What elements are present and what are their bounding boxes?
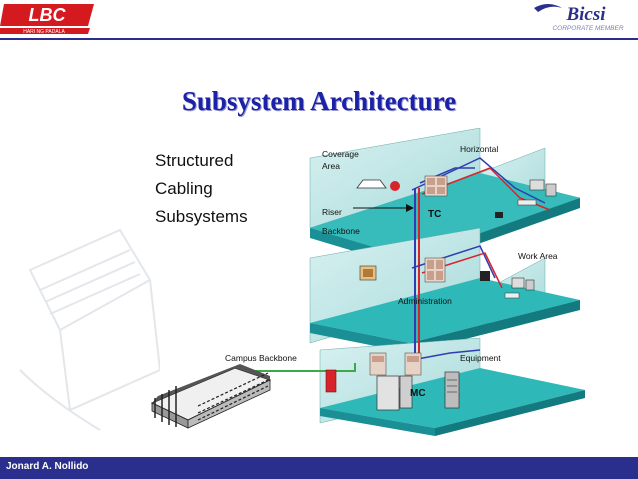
- heading-line: Subsystems: [155, 207, 248, 226]
- tc-rack: [424, 175, 448, 197]
- label-riser: Riser: [322, 207, 342, 217]
- lbc-logo: LBC HARI NG PADALA: [0, 0, 98, 38]
- label-coverage-area: Area: [322, 161, 340, 171]
- label-campus-backbone: Campus Backbone: [225, 353, 297, 363]
- label-equipment: Equipment: [460, 353, 501, 363]
- riser-cables: [414, 188, 420, 373]
- phone-device: [359, 265, 377, 281]
- label-backbone: Backbone: [322, 226, 360, 236]
- label-coverage: Coverage: [322, 149, 359, 159]
- equipment-cables: [411, 349, 481, 361]
- label-mc: MC: [410, 388, 426, 399]
- rj45-connector-watermark: [19, 228, 160, 431]
- equipment-room: [369, 352, 460, 411]
- bicsi-logo: Bicsi CORPORATE MEMBER: [534, 4, 624, 32]
- header-divider: [0, 38, 638, 40]
- lbc-logo-text: LBC: [29, 5, 67, 25]
- slide-title-text: Subsystem Architecture: [181, 86, 457, 116]
- campus-backbone-cable: [245, 363, 356, 372]
- administration-panel: [424, 257, 446, 283]
- label-administration: Administration: [398, 296, 452, 306]
- riser-arrow: [353, 204, 414, 212]
- bicsi-logo-text: Bicsi: [565, 4, 606, 25]
- footer-author: Jonard A. Nollido: [6, 461, 89, 472]
- floor-middle: [309, 227, 580, 353]
- slide-title: Subsystem Architecture: [0, 86, 638, 117]
- lbc-logo-subtext: HARI NG PADALA: [23, 29, 65, 35]
- coverage-area-device: [356, 179, 400, 191]
- label-horizontal: Horizontal: [460, 144, 498, 154]
- heading-list: Structured Cabling Subsystems: [155, 147, 248, 231]
- subsystem-diagram: Coverage Area Horizontal Riser Backbone …: [150, 128, 585, 436]
- bicsi-logo-subtext: CORPORATE MEMBER: [552, 25, 623, 32]
- workstation-middle: [480, 271, 535, 299]
- heading-line: Cabling: [155, 179, 213, 198]
- entrance-facility: [325, 369, 337, 393]
- workstation-top: [495, 179, 557, 218]
- footer-bar: [0, 457, 638, 479]
- campus-building: [150, 364, 272, 429]
- heading-line: Structured: [155, 151, 234, 170]
- label-work-area: Work Area: [518, 251, 558, 261]
- label-tc: TC: [428, 209, 441, 220]
